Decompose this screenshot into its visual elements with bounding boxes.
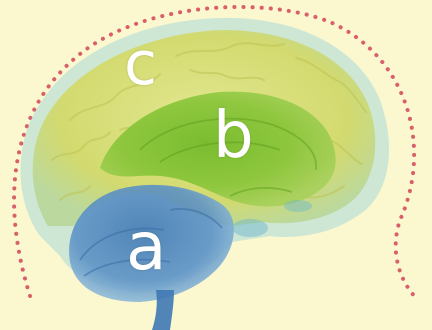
blue-node [284,200,312,212]
label-a: a [126,214,166,280]
label-c: c [124,34,157,94]
blue-node [232,219,268,237]
label-b: b [213,104,254,168]
